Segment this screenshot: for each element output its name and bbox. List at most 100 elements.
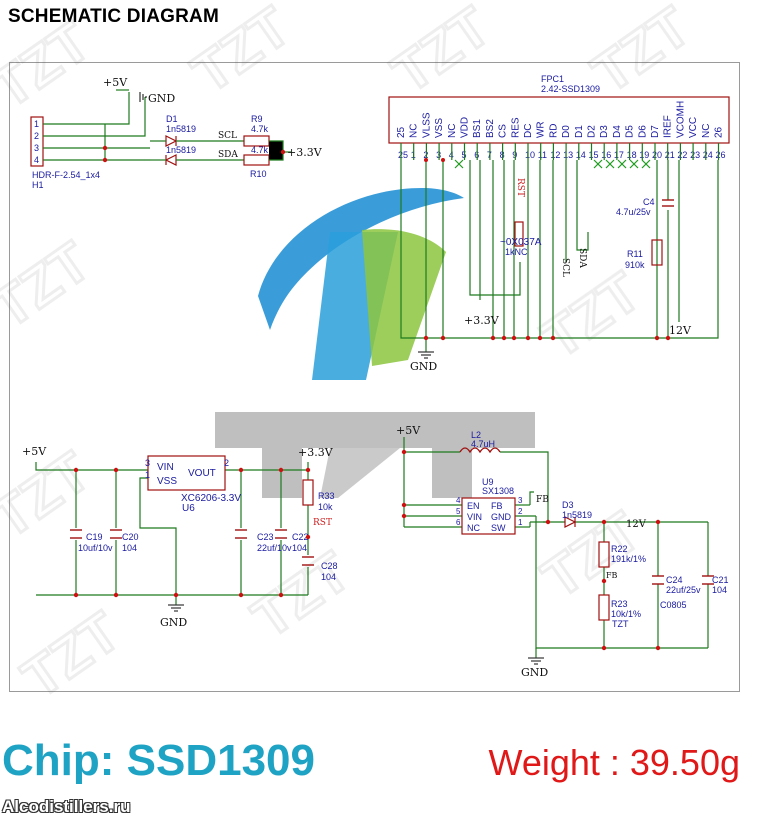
svg-text:104: 104 [122,543,137,553]
svg-text:191k/1%: 191k/1% [611,554,646,564]
fpc-pin-name: D3 [599,125,610,138]
svg-text:U9: U9 [482,477,494,487]
header-ref: H1 [32,180,44,190]
fpc-pin-name: NC [701,124,712,138]
fpc-pin-number: 24 [703,150,713,160]
fpc-pin-name: D2 [587,125,598,138]
ground-symbol [418,351,434,359]
svg-text:SCL: SCL [560,258,570,277]
svg-text:C24: C24 [666,575,683,585]
fpc-pin-name: D1 [574,125,585,138]
fpc-pin-name: D7 [650,125,661,138]
svg-text:C22: C22 [292,532,309,542]
svg-text:+3.3V: +3.3V [464,314,500,327]
fpc-pin-name: BS2 [485,119,496,138]
fpc-pin-name: D4 [612,125,623,138]
svg-text:FPC1: FPC1 [541,74,564,84]
fpc-pin-name: BS1 [472,119,483,138]
fpc-pin-numbers: 2512345678910111213141516171819202122232… [398,150,726,160]
svg-text:104: 104 [321,572,336,582]
svg-text:C19: C19 [86,532,103,542]
mid-components: ~0X037A 1kNC RST SCL SDA +3.3V [464,178,587,327]
fpc-pin-name: VCOMH [675,101,686,138]
header-pin-label: 1 [34,119,39,129]
svg-text:2.42-SSD1309: 2.42-SSD1309 [541,84,600,94]
capacitor-c4: C4 4.7u/25v [616,197,674,217]
fpc-pin-name: D0 [561,125,572,138]
svg-text:22uf/25v: 22uf/25v [666,585,701,595]
fpc-pin-number: 26 [716,150,726,160]
resistor-r9: R9 4.7k [243,114,270,147]
watermark-tile: TZT [0,9,101,119]
gnd-label: GND [148,92,175,105]
vcc-5v-label: +5V [103,76,128,89]
svg-text:1: 1 [518,518,523,527]
fpc-pin-number: 18 [627,150,637,160]
svg-text:910k: 910k [625,260,645,270]
sda-net-label: SDA [218,150,238,160]
svg-text:FB: FB [491,501,503,511]
svg-text:R22: R22 [611,544,628,554]
svg-text:D3: D3 [562,500,574,510]
svg-text:1: 1 [145,470,150,480]
page-title: SCHEMATIC DIAGRAM [8,6,219,27]
fpc-pin-name: NC [409,124,420,138]
svg-text:R23: R23 [611,599,628,609]
weight-label: Weight : 39.50g [488,742,740,783]
boost-section: +5V L2 4.7uH [396,424,729,679]
fpc-pin-number: 13 [563,150,573,160]
svg-text:FB: FB [536,495,549,505]
svg-text:L2: L2 [471,430,481,440]
svg-text:C21: C21 [712,575,729,585]
svg-text:10uf/10v: 10uf/10v [78,543,113,553]
svg-text:4.7u/25v: 4.7u/25v [616,207,651,217]
svg-text:C23: C23 [257,532,274,542]
svg-text:VIN: VIN [157,462,174,473]
svg-text:4.7k: 4.7k [251,124,269,134]
fpc-junctions [423,158,671,341]
fpc-pin-name: DC [523,124,534,138]
junction [102,145,108,151]
ldo-section: +5V VIN VSS VOUT 3 1 2 XC6206-3.3V U6 [22,445,338,629]
schematic-frame [9,62,740,692]
header-pin-label: 2 [34,131,39,141]
fpc-pin-name: NC [447,124,458,138]
svg-text:1n5819: 1n5819 [166,145,196,155]
svg-text:4.7uH: 4.7uH [471,439,495,449]
fpc-pin-number: 12 [550,150,560,160]
watermark-tile: TZT [181,0,301,105]
rail-3v3-label: +3.3V [287,146,323,159]
svg-text:6: 6 [456,518,461,527]
svg-text:4.7k: 4.7k [251,145,269,155]
svg-text:C4: C4 [643,197,655,207]
fpc-pin-number: 25 [398,150,408,160]
header-body [30,116,44,167]
svg-text:1n5819: 1n5819 [562,510,592,520]
svg-text:SDA: SDA [577,248,587,268]
fpc-pin-number: 16 [601,150,611,160]
fpc-pin-name: 25 [396,126,407,138]
fpc-body [388,96,730,144]
fpc-pin-name: CS [498,124,509,138]
svg-text:~0X037A: ~0X037A [500,237,542,248]
svg-text:C28: C28 [321,561,338,571]
fpc-pin-name: VSS [434,118,445,138]
fpc-pin-number: 11 [538,150,547,160]
fpc-pin-number: 22 [677,150,687,160]
svg-text:R11: R11 [627,249,643,259]
header-pin-label: 4 [34,155,39,165]
svg-text:+5V: +5V [396,424,421,437]
svg-text:TZT: TZT [612,619,629,629]
fpc-wiring [400,160,719,352]
fpc-pin-name: 26 [714,126,725,138]
svg-text:VIN: VIN [467,512,482,522]
svg-text:2: 2 [224,458,229,468]
svg-text:R9: R9 [251,114,263,124]
watermark-tile: TZT [0,229,101,339]
ldo-body [147,455,226,491]
fpc-pin-name: D5 [625,125,636,138]
svg-text:10k/1%: 10k/1% [611,609,641,619]
junction [102,157,108,163]
svg-text:3: 3 [518,496,523,505]
